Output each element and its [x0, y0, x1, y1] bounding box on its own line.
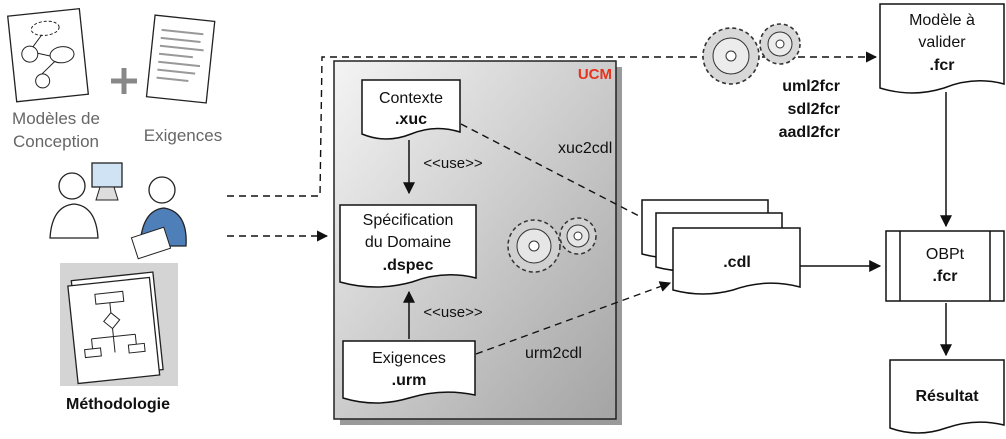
- plus-icon: [111, 68, 137, 94]
- context-label: Contexte: [379, 90, 443, 107]
- domain-spec-document: [339, 204, 477, 288]
- model-transform-gears-icon: [702, 23, 801, 85]
- ucm-gears-icon: [507, 217, 597, 273]
- design-models-label-line2: Conception: [13, 132, 99, 151]
- model-to-validate-ext: .fcr: [930, 57, 955, 74]
- use-label-2: <<use>>: [423, 304, 482, 321]
- design-models-icon: [6, 7, 90, 103]
- design-models-label-line1: Modèles de: [12, 109, 100, 128]
- result-document: [889, 359, 1005, 434]
- xuc-to-cdl-arrow: [460, 123, 673, 234]
- requirements-document: [342, 340, 476, 404]
- domain-spec-line1: Spécification: [363, 212, 454, 229]
- methodology-image: [60, 263, 178, 386]
- requirements-doc-ext: .urm: [392, 372, 427, 389]
- uml2fcr-label: uml2fcr: [782, 78, 840, 95]
- context-document: [361, 79, 461, 140]
- result-label: Résultat: [915, 388, 979, 405]
- requirements-doc-icon: [145, 14, 216, 104]
- urm2cdl-label: urm2cdl: [525, 345, 582, 362]
- model-to-validate-document: [879, 3, 1005, 94]
- methodology-label: Méthodologie: [66, 396, 170, 413]
- model-to-validate-line2: valider: [918, 34, 966, 51]
- cdl-documents: [641, 199, 801, 295]
- sdl2fcr-label: sdl2fcr: [788, 101, 840, 118]
- cdl-label: .cdl: [723, 254, 751, 271]
- use-label-1: <<use>>: [423, 155, 482, 172]
- models-to-validation-arrow: [227, 51, 878, 197]
- requirements-input-label: Exigences: [144, 126, 222, 145]
- obpt-ext: .fcr: [933, 268, 958, 285]
- domain-spec-ext: .dspec: [383, 257, 434, 274]
- obpt-process-box: [885, 230, 1005, 302]
- requirements-doc-label: Exigences: [372, 350, 446, 367]
- ucm-title: UCM: [578, 66, 612, 83]
- urm-to-cdl-arrow: [475, 281, 672, 355]
- obpt-label: OBPt: [926, 246, 965, 263]
- model-to-validate-line1: Modèle à: [909, 12, 975, 29]
- people-computer-icon: [49, 162, 187, 260]
- context-ext: .xuc: [395, 111, 427, 128]
- aadl2fcr-label: aadl2fcr: [779, 124, 840, 141]
- xuc2cdl-label: xuc2cdl: [558, 140, 612, 157]
- domain-spec-line2: du Domaine: [365, 234, 451, 251]
